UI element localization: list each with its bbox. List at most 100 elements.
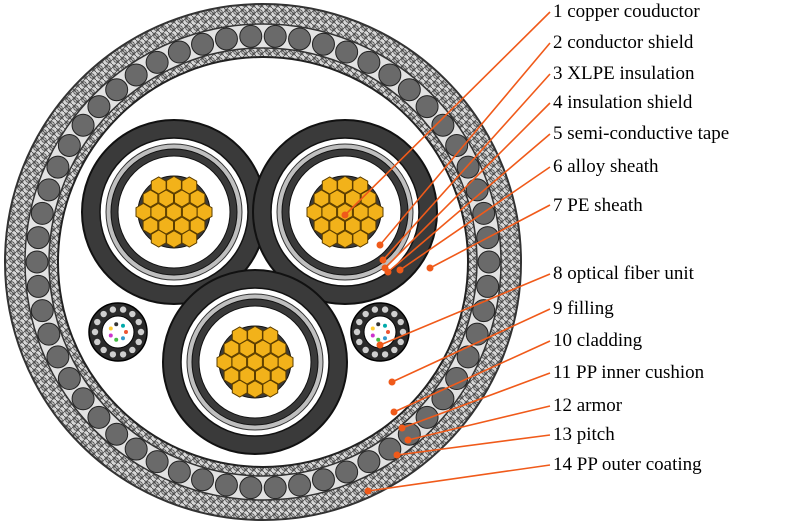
fiber-strength-wire <box>94 338 101 346</box>
fiber-strength-wire <box>362 310 369 318</box>
label-xlpe-insulation: 3 XLPE insulation <box>553 63 695 84</box>
armor-wire <box>357 450 381 474</box>
optical-fiber <box>114 322 119 327</box>
armor-wire <box>263 476 287 500</box>
label-pitch: 13 pitch <box>553 424 615 445</box>
armor-wire <box>167 460 191 484</box>
armor-wires <box>25 24 501 500</box>
armor-wire <box>71 387 95 411</box>
copper-strand <box>166 175 182 194</box>
leader-line <box>391 308 551 383</box>
copper-strand <box>321 202 338 222</box>
fiber-strength-wire <box>391 310 398 318</box>
leader-dot <box>384 268 392 276</box>
armor-wire <box>311 32 335 56</box>
copper-strand <box>360 216 377 235</box>
leader-dot <box>376 241 384 249</box>
leader-dot <box>393 451 401 459</box>
armor-wire <box>191 32 215 56</box>
leader-line <box>379 273 551 346</box>
armor-wire <box>288 473 312 497</box>
fiber-strength-wire <box>119 351 127 358</box>
leader-dot <box>396 266 404 274</box>
fiber-strength-wire <box>381 351 389 358</box>
copper-strand <box>262 352 279 372</box>
fiber-strength-wire <box>397 338 404 346</box>
power-core <box>81 119 267 305</box>
armor-wire <box>456 155 480 179</box>
optical-fiber <box>120 336 125 341</box>
armor-wire <box>46 155 70 179</box>
copper-strand <box>247 380 263 399</box>
optical-fiber-unit <box>350 302 410 362</box>
leader-dot <box>364 487 372 495</box>
label-conductor-shield: 2 conductor shield <box>553 32 694 53</box>
leader-dot <box>388 378 396 386</box>
optical-fiber <box>124 330 128 334</box>
copper-strand <box>352 229 369 248</box>
copper-strand <box>142 216 159 235</box>
copper-strand <box>189 189 206 208</box>
leader-line <box>384 102 551 269</box>
leader-line <box>344 11 551 216</box>
armor-wire <box>397 78 421 102</box>
leader-line <box>367 464 551 492</box>
power-cores <box>81 119 438 455</box>
copper-strand <box>231 326 248 345</box>
copper-strand <box>231 352 248 372</box>
label-insulation-shield: 4 insulation shield <box>553 92 693 113</box>
copper-strand <box>321 229 338 248</box>
copper-strand <box>181 202 198 222</box>
copper-strand <box>181 176 198 195</box>
fiber-strength-wire <box>119 306 127 313</box>
fiber-strength-wire <box>135 338 142 346</box>
armor-wire <box>415 405 439 429</box>
label-copper-conductor: 1 copper couductor <box>553 1 700 22</box>
copper-strand <box>166 230 182 249</box>
fiber-strength-wire <box>100 310 107 318</box>
fiber-strength-wire <box>135 318 142 326</box>
copper-strand <box>142 189 159 208</box>
copper-strand <box>231 379 248 398</box>
label-pp-inner-cushion: 11 PP inner cushion <box>553 362 705 383</box>
leader-dot <box>376 341 384 349</box>
leader-dot <box>404 436 412 444</box>
optical-fiber <box>386 330 390 334</box>
label-armor: 12 armor <box>553 395 623 416</box>
copper-strand <box>150 176 167 195</box>
armor-wire <box>46 345 70 369</box>
armor-wire <box>239 24 263 48</box>
leader-line <box>393 340 551 413</box>
armor-wire <box>26 274 50 298</box>
armor-wire <box>378 63 402 87</box>
armor-wire <box>263 24 287 48</box>
fiber-strength-wire <box>381 306 389 313</box>
copper-strand <box>270 366 287 385</box>
label-alloy-sheath: 6 alloy sheath <box>553 156 659 177</box>
fiber-strength-wire <box>94 318 101 326</box>
armor-wire <box>476 274 500 298</box>
fiber-strength-wire <box>137 328 145 336</box>
fiber-strength-wire <box>100 346 107 354</box>
copper-strand <box>360 189 377 208</box>
optical-fiber <box>382 323 387 328</box>
optical-fiber <box>376 322 381 327</box>
leader-dot <box>390 408 398 416</box>
armor-wire <box>288 27 312 51</box>
leader-lines <box>341 11 551 495</box>
armor-wire <box>105 422 129 446</box>
fiber-strength-wire <box>356 338 363 346</box>
label-cladding: 10 cladding <box>553 330 643 351</box>
fiber-strength-wire <box>129 346 136 354</box>
copper-strand <box>247 352 263 372</box>
armor-wire <box>30 299 54 323</box>
leader-line <box>407 405 551 441</box>
armor-wire <box>167 40 191 64</box>
armor-wire <box>335 460 359 484</box>
leader-dot <box>426 264 434 272</box>
armor-wire <box>311 468 335 492</box>
leader-line <box>387 133 551 273</box>
copper-strand <box>223 366 240 385</box>
optical-fiber <box>370 326 375 331</box>
leader-line <box>379 42 551 246</box>
